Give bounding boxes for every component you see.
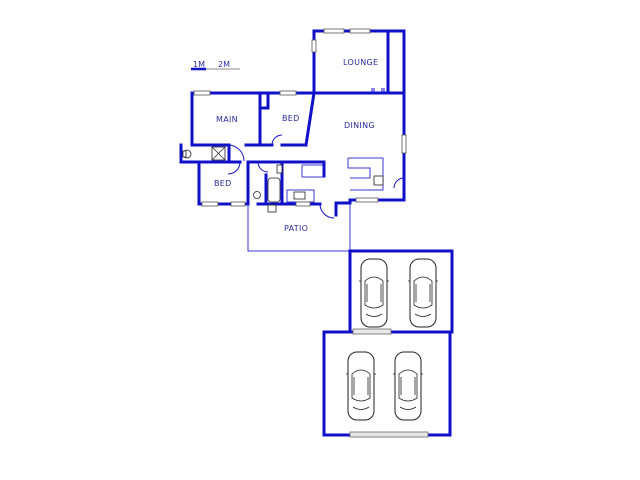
door-swing-main: [227, 144, 245, 162]
room-label-lounge: LOUNGE: [343, 58, 378, 67]
door-swing-bed: [271, 134, 283, 146]
window-main: [193, 90, 211, 96]
room-label-patio: PATIO: [284, 224, 308, 233]
cupboard: [301, 164, 325, 178]
window-kitchen: [355, 197, 379, 203]
bath-wall: [246, 160, 260, 206]
car-icon: [346, 351, 376, 421]
stove: [373, 175, 384, 186]
room-labels: LOUNGE MAIN BED DINING BED PATIO: [214, 58, 378, 233]
door-swing-bath: [257, 161, 269, 173]
fixtures: [182, 146, 384, 213]
window-lounge-3: [311, 39, 317, 53]
window-bath: [295, 201, 311, 207]
garage-annex-walls: [348, 249, 454, 334]
windows: [193, 28, 407, 207]
doors: [227, 88, 405, 219]
bathtub: [267, 177, 281, 203]
scale-label-1m: 1M: [193, 60, 205, 69]
basin-bath: [293, 191, 306, 200]
sliding-door-lounge: [371, 88, 385, 93]
toilet-cistern-ensuite: [182, 150, 187, 158]
toilet-bath: [253, 191, 261, 199]
window-bed: [279, 90, 297, 96]
room-label-bed: BED: [282, 114, 300, 123]
door-swing-bed2: [227, 161, 241, 175]
kitchen-counter: [347, 157, 384, 191]
ensuite-wall: [179, 143, 201, 206]
window-lounge-2: [349, 28, 371, 34]
lounge-top-right-wall: [312, 29, 406, 202]
shower-cross: [211, 146, 226, 161]
door-swing-kitchen: [393, 177, 405, 189]
cars: [346, 258, 438, 421]
window-bed2-2: [230, 201, 246, 207]
room-label-dining: DINING: [344, 121, 375, 130]
scale-bar: 1M 2M: [191, 60, 240, 71]
window-dining: [401, 134, 407, 154]
wc-wall: [256, 173, 284, 206]
door-swing-patio: [319, 203, 335, 219]
garage-walls: [322, 330, 452, 437]
car-icon: [359, 258, 389, 328]
car-icon: [393, 351, 423, 421]
basin-wc: [267, 204, 277, 213]
basin-passage: [276, 164, 283, 174]
room-label-bed-2: BED: [214, 179, 232, 188]
garage-door-annex: [352, 328, 392, 335]
garage-door-main: [349, 431, 429, 438]
window-bed2-1: [201, 201, 219, 207]
car-icon: [408, 258, 438, 328]
window-lounge-1: [323, 28, 345, 34]
room-label-main: MAIN: [216, 115, 238, 124]
scale-label-2m: 2M: [218, 60, 230, 69]
